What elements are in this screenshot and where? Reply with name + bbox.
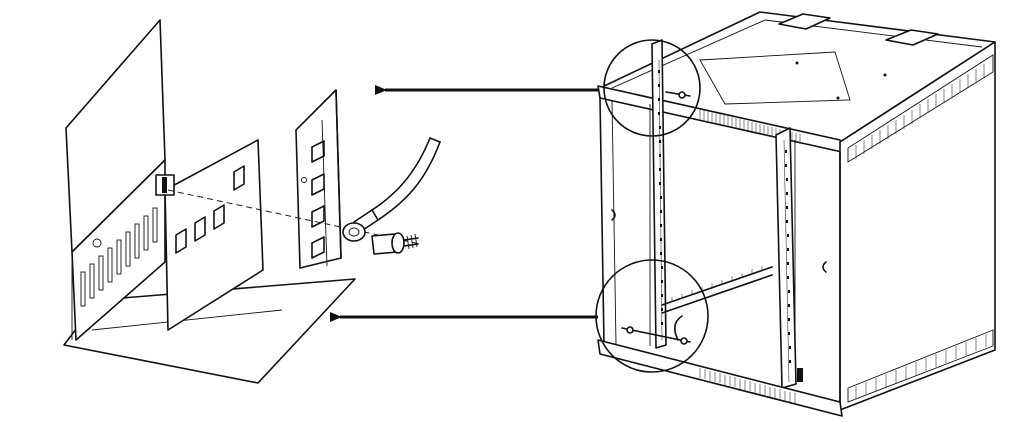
wall-mount-cabinet xyxy=(595,11,996,417)
bottom-ground-point-icon xyxy=(621,326,691,345)
bracket-plate xyxy=(155,139,264,331)
grounding-bracket-assembly xyxy=(63,19,441,384)
lower-cross-member xyxy=(661,266,773,341)
top-detail-circle xyxy=(603,39,701,137)
rack-rail-strip xyxy=(295,89,342,269)
top-vent-slots xyxy=(699,109,801,144)
side-vent-top xyxy=(847,54,994,163)
top-ground-point-icon xyxy=(665,91,691,99)
top-vent-2 xyxy=(885,29,939,46)
ground-cable xyxy=(342,137,441,242)
cabinet-left-rail xyxy=(651,39,667,349)
ventilation-slots xyxy=(80,207,158,307)
side-vent-bottom xyxy=(847,329,994,403)
bottom-detail-circle xyxy=(595,259,709,373)
bottom-vent-slots xyxy=(699,368,796,403)
top-vent-1 xyxy=(778,13,831,30)
back-panel xyxy=(65,19,166,341)
screw-icon xyxy=(371,232,419,255)
mounting-hole-icon xyxy=(92,238,102,248)
cabinet-right-rail xyxy=(775,127,803,389)
square-cutouts xyxy=(175,165,245,254)
ring-terminal-icon xyxy=(342,222,366,242)
